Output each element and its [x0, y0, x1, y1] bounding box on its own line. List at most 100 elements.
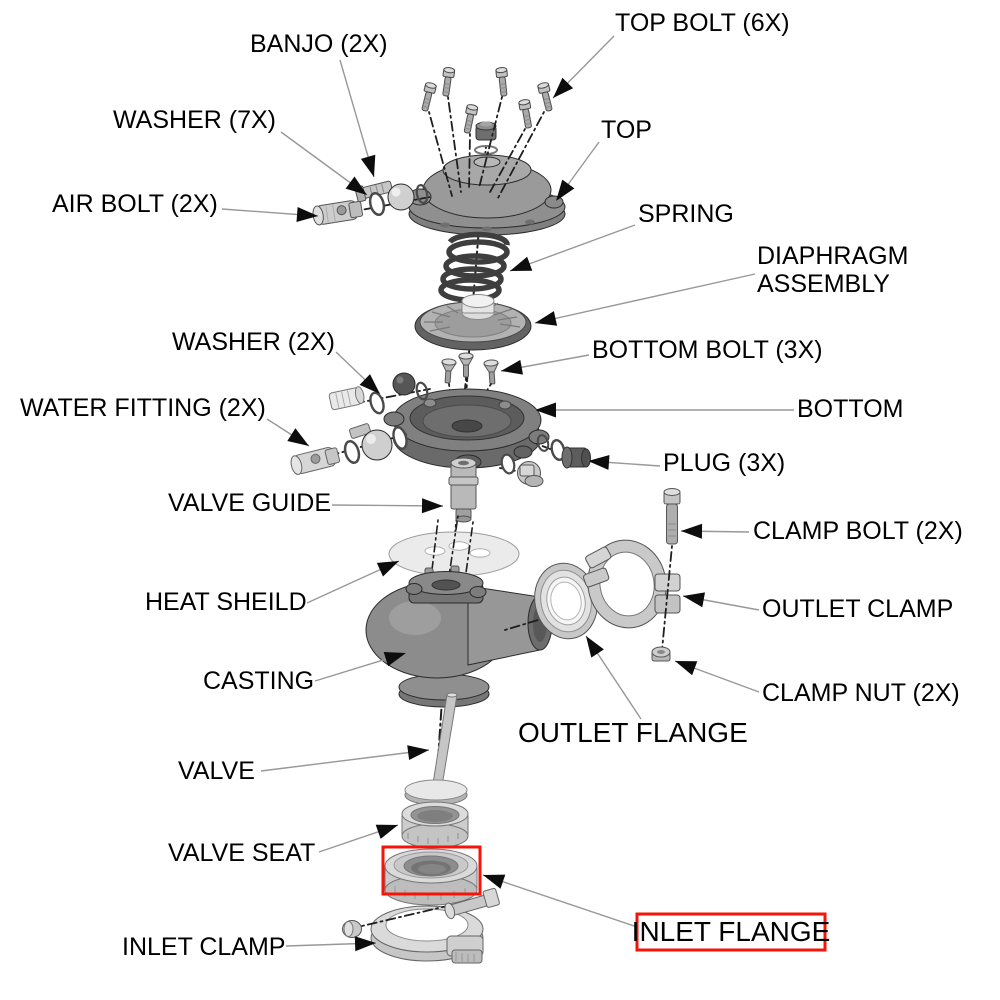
arrowhead-icon [501, 359, 523, 375]
label-valve-guide: VALVE GUIDE [168, 489, 444, 517]
water-fitting-part [290, 423, 408, 475]
label-top-bolt: TOP BOLT (6X) [552, 9, 790, 99]
label-casting: CASTING [203, 652, 407, 695]
label-text: TOP [601, 116, 652, 144]
label-clamp-bolt: CLAMP BOLT (2X) [680, 517, 963, 545]
label-outlet-flange: OUTLET FLANGE [518, 635, 748, 748]
top-housing-part [408, 154, 566, 236]
label-text: ASSEMBLY [757, 270, 890, 298]
arrowhead-icon [345, 176, 367, 195]
label-outlet-clamp: OUTLET CLAMP [682, 592, 953, 623]
diaphragm-assembly-part [414, 294, 532, 351]
arrowhead-icon [483, 874, 506, 889]
label-text: WASHER (2X) [172, 328, 335, 356]
clamp-bolt-part [663, 488, 681, 545]
arrowhead-icon [354, 936, 376, 952]
leader-line [482, 874, 638, 928]
label-text: CLAMP BOLT (2X) [753, 517, 963, 545]
artwork [290, 66, 681, 964]
label-text: VALVE SEAT [168, 839, 315, 867]
label-clamp-nut: CLAMP NUT (2X) [674, 660, 960, 707]
outlet-flange-part [534, 562, 598, 640]
arrowhead-icon [375, 824, 398, 839]
inlet-clamp-tbolt [444, 887, 500, 920]
label-inlet-clamp: INLET CLAMP [122, 933, 377, 961]
label-text: OUTLET CLAMP [762, 595, 953, 623]
label-washer-7x: WASHER (7X) [113, 106, 368, 196]
spring-part [438, 231, 510, 303]
label-text: CLAMP NUT (2X) [762, 679, 960, 707]
label-top: TOP [555, 116, 652, 202]
label-text: HEAT SHEILD [145, 588, 307, 616]
label-text: DIAPHRAGM [757, 242, 908, 270]
arrowhead-icon [383, 652, 406, 667]
label-text: BANJO (2X) [250, 30, 388, 58]
arrowhead-icon [359, 374, 380, 394]
clamp-nut-part [651, 646, 671, 662]
arrowhead-icon [553, 77, 574, 98]
arrowhead-icon [421, 498, 443, 514]
label-text: TOP BOLT (6X) [615, 9, 790, 37]
label-highlight-box [635, 912, 827, 952]
label-text: VALVE [178, 757, 255, 785]
top-bolts-part [418, 66, 556, 199]
label-banjo: BANJO (2X) [250, 30, 388, 178]
outlet-clamp-part [583, 488, 681, 662]
arrowhead-icon [683, 592, 705, 608]
label-heat-sheild: HEAT SHEILD [145, 560, 400, 616]
label-text: BOTTOM BOLT (3X) [592, 336, 823, 364]
label-text: SPRING [638, 200, 734, 228]
bottom-housing-part [383, 388, 550, 470]
label-text: WATER FITTING (2X) [20, 394, 266, 422]
label-valve: VALVE [178, 745, 430, 785]
washer-2x-part [328, 372, 431, 415]
label-spring: SPRING [509, 200, 734, 272]
clamp-bolt-axis-line [661, 545, 673, 651]
arrowhead-icon [287, 428, 309, 446]
valve-seat-part [401, 801, 469, 849]
casting-part [365, 565, 553, 708]
banjo-washer [368, 191, 386, 217]
label-bottom: BOTTOM [535, 395, 903, 423]
label-text: PLUG (3X) [663, 449, 785, 477]
arrowhead-icon [360, 154, 376, 177]
arrowhead-icon [535, 311, 558, 326]
part-highlight-box [381, 845, 482, 896]
arrowhead-icon [681, 523, 703, 539]
arrowhead-icon [586, 636, 604, 658]
label-plug: PLUG (3X) [587, 449, 785, 477]
label-air-bolt: AIR BOLT (2X) [52, 190, 319, 222]
label-washer-2x: WASHER (2X) [172, 328, 381, 395]
arrowhead-icon [510, 256, 533, 271]
leader-line [509, 224, 636, 272]
label-bottom-bolt: BOTTOM BOLT (3X) [500, 336, 823, 375]
banjo-part [339, 180, 431, 217]
label-inlet-flange: INLET FLANGE [482, 874, 831, 952]
air-bolt-part [312, 200, 363, 226]
labels-layer: TOP BOLT (6X) BANJO (2X) WASHER (7X) TOP AIR… [20, 9, 963, 961]
label-text: INLET FLANGE [632, 916, 831, 947]
label-valve-seat: VALVE SEAT [168, 824, 399, 867]
valve-part [404, 692, 468, 806]
top-cap-part [474, 121, 498, 155]
leader-line [260, 749, 430, 772]
arrowhead-icon [407, 745, 429, 760]
inlet-flange-part [384, 848, 478, 906]
arrowhead-icon [675, 661, 698, 676]
label-water-fitting: WATER FITTING (2X) [20, 394, 310, 447]
top-bolt-axis-lines [428, 96, 545, 199]
valve-guide-part [448, 457, 479, 523]
tbolt-axis-line [361, 905, 448, 927]
label-text: BOTTOM [797, 395, 903, 423]
arrowhead-icon [535, 402, 556, 418]
arrowhead-icon [556, 179, 575, 201]
label-text: VALVE GUIDE [168, 489, 331, 517]
label-text: WASHER (7X) [113, 106, 276, 134]
label-text: AIR BOLT (2X) [52, 190, 218, 218]
leader-line [534, 273, 756, 324]
inlet-clamp-nut [342, 920, 362, 938]
arrowhead-icon [296, 207, 318, 222]
